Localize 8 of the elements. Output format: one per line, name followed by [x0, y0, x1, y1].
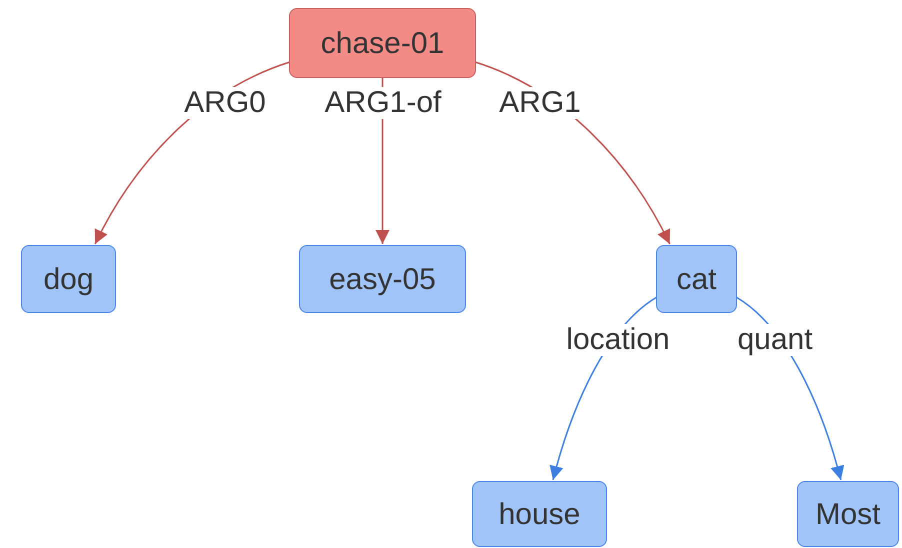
edge-label: ARG0: [182, 87, 268, 119]
concept-box: dog: [21, 245, 116, 313]
edge-label: ARG1-of: [322, 87, 444, 119]
concept-box: cat: [656, 245, 737, 313]
concept-box: house: [472, 481, 607, 547]
concept-box: easy-05: [299, 245, 466, 313]
concept-box: Most: [797, 481, 899, 547]
root-concept-box: chase-01: [289, 8, 476, 78]
